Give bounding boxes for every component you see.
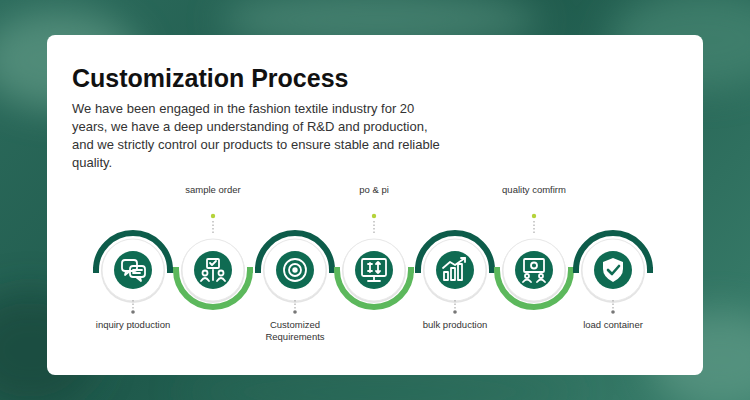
leader-line [369, 196, 379, 234]
leader-line [290, 300, 300, 316]
process-step: po & pi [324, 184, 424, 310]
step-label: quality comfirm [492, 184, 576, 196]
step-label: Customized Requirements [253, 319, 337, 343]
step-label: load container [571, 319, 655, 331]
intro-paragraph: We have been engaged in the fashion text… [72, 100, 444, 172]
step-label: bulk production [413, 319, 497, 331]
diagram-title: Customization Process [72, 64, 348, 93]
leader-line [529, 196, 539, 234]
step-circle [573, 230, 653, 310]
step-label: sample order [171, 184, 255, 196]
process-step: bulk production [405, 230, 505, 331]
step-label: inquiry ptoduction [91, 319, 175, 331]
process-step: Customized Requirements [245, 230, 345, 343]
step-circle [173, 230, 253, 310]
step-circle [255, 230, 335, 310]
step-circle [93, 230, 173, 310]
process-step: quality comfirm [484, 184, 584, 310]
leader-line [128, 300, 138, 316]
leader-line [450, 300, 460, 316]
step-circle [494, 230, 574, 310]
leader-line [608, 300, 618, 316]
step-circle [334, 230, 414, 310]
step-label: po & pi [332, 184, 416, 196]
process-step: load container [563, 230, 663, 331]
process-step: sample order [163, 184, 263, 310]
process-step: inquiry ptoduction [83, 230, 183, 331]
leader-line [208, 196, 218, 234]
step-circle [415, 230, 495, 310]
